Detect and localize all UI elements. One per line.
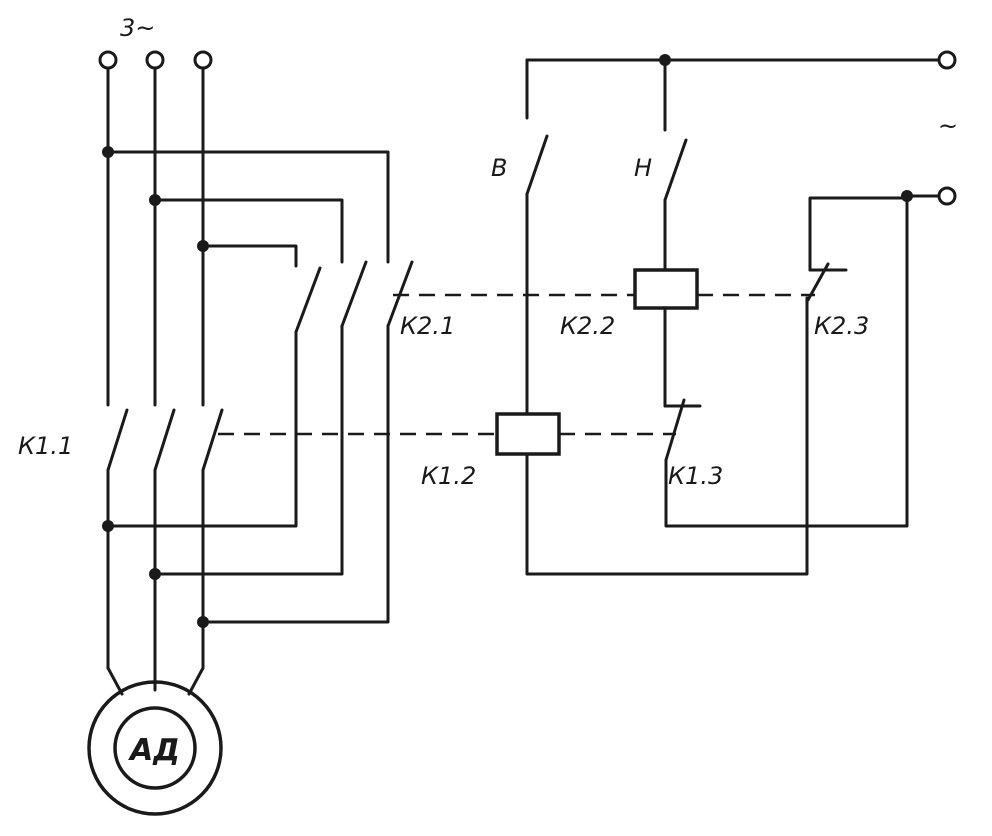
power-circuit — [87, 50, 414, 816]
k1-3-contact — [664, 398, 686, 462]
k2-return-a — [106, 330, 298, 528]
forward-button-label: В — [491, 154, 507, 182]
k2-2-coil — [633, 268, 699, 310]
junction-dot — [197, 240, 209, 252]
control-terminal-top — [937, 50, 957, 70]
junction-dot — [197, 616, 209, 628]
junction-dot — [102, 146, 114, 158]
reverse-button-label: Н — [634, 154, 652, 182]
phase-terminal-a — [98, 50, 118, 70]
reverse-button-contact[interactable] — [663, 138, 688, 202]
k1-3-label: К1.3 — [668, 462, 723, 490]
k2-return-c — [201, 324, 390, 624]
k1-2-label: К1.2 — [421, 462, 476, 490]
junction-dot — [102, 520, 114, 532]
k2-return-b — [153, 324, 344, 576]
k2-feed-b — [153, 198, 344, 264]
motor-symbol — [87, 680, 223, 816]
three-phase-supply-label: 3~ — [120, 14, 155, 42]
junction-dot — [901, 190, 913, 202]
forward-button-contact[interactable] — [525, 134, 549, 196]
contactor-linkage — [218, 293, 815, 436]
phase-terminal-b — [145, 50, 165, 70]
junction-dot — [149, 568, 161, 580]
k1-2-coil — [495, 412, 561, 456]
phase-terminal-c — [193, 50, 213, 70]
control-terminal-bottom — [937, 186, 957, 206]
junction-dot — [659, 54, 671, 66]
motor-label: АД — [128, 733, 180, 768]
k1-1-contact-set — [106, 408, 224, 472]
control-circuit — [218, 50, 957, 576]
k2-1-label: К2.1 — [400, 312, 455, 340]
k2-1-contact-set — [294, 260, 414, 334]
k2-feed-a — [106, 150, 390, 264]
junction-dot — [149, 194, 161, 206]
k2-3-label: К2.3 — [814, 312, 869, 340]
k2-2-label: К2.2 — [560, 312, 615, 340]
control-supply-label: ~ — [938, 112, 958, 140]
k1-1-label: К1.1 — [18, 432, 73, 460]
k2-feed-c — [201, 244, 298, 268]
